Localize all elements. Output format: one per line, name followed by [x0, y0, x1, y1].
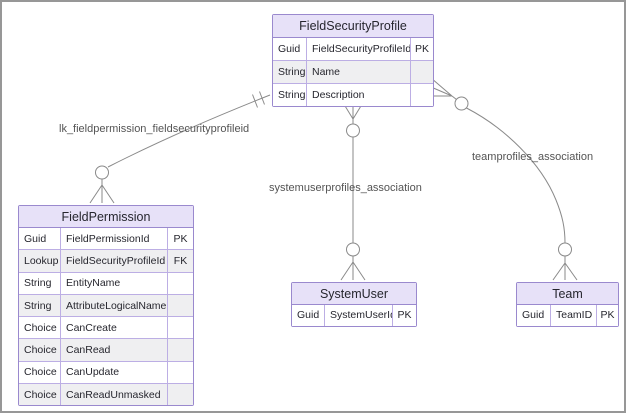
- attribute-name: CanCreate: [61, 317, 168, 339]
- attribute-row: Guid TeamID PK: [517, 305, 618, 326]
- attribute-name: SystemUserId: [325, 305, 393, 326]
- attribute-name: FieldSecurityProfileId: [61, 250, 168, 272]
- attribute-row: Choice CanUpdate: [19, 360, 193, 384]
- attribute-type: Guid: [273, 38, 307, 60]
- attribute-type: String: [273, 84, 307, 106]
- relationship-label-lk-fieldpermission: lk_fieldpermission_fieldsecurityprofilei…: [59, 123, 250, 135]
- relationship-teamprofiles-association: [430, 77, 578, 281]
- attribute-key: PK: [414, 43, 429, 55]
- attribute-name: TeamID: [551, 305, 597, 326]
- attribute-name: FieldSecurityProfileId: [307, 38, 411, 60]
- cardinality-zero-or-many-icon: [340, 242, 366, 281]
- attribute-row: Choice CanRead: [19, 338, 193, 361]
- attribute-key: PK: [173, 232, 188, 245]
- attribute-row: String AttributeLogicalName: [19, 293, 193, 317]
- entity-title: Team: [517, 283, 618, 305]
- attribute-type: String: [273, 61, 307, 83]
- attribute-key: [168, 362, 193, 383]
- relationship-systemuserprofiles-association: [340, 100, 366, 281]
- attribute-type: Choice: [19, 339, 61, 361]
- attribute-type: Choice: [19, 384, 61, 406]
- attribute-row: Guid FieldPermissionId PK: [19, 228, 193, 250]
- attribute-type: Choice: [19, 317, 61, 339]
- attribute-key: FK: [173, 254, 188, 267]
- cardinality-zero-or-many-icon: [89, 165, 115, 204]
- relationship-line: [466, 107, 566, 244]
- entity-system-user[interactable]: SystemUser Guid SystemUserId PK: [291, 282, 417, 327]
- relationship-lk-fieldpermission-fieldsecurityprofileid: [89, 91, 271, 204]
- attribute-key: [168, 317, 193, 338]
- cardinality-one-and-only-one-icon: [252, 91, 265, 108]
- attribute-row: String Name: [273, 60, 433, 83]
- attribute-type: Guid: [517, 305, 551, 326]
- attribute-type: Lookup: [19, 250, 61, 272]
- attribute-row: Guid FieldSecurityProfileId PK: [273, 38, 433, 60]
- attribute-row: Choice CanCreate: [19, 316, 193, 339]
- attribute-type: String: [19, 294, 61, 317]
- attribute-name: CanRead: [61, 339, 168, 361]
- attribute-name: CanReadUnmasked: [61, 384, 168, 406]
- attribute-name: FieldPermissionId: [61, 228, 168, 250]
- attribute-row: String Description: [273, 83, 433, 106]
- relationship-label-teamprofiles: teamprofiles_association: [472, 151, 594, 163]
- attribute-key: [168, 339, 193, 360]
- attribute-name: Name: [307, 61, 411, 83]
- attribute-key: [168, 273, 193, 294]
- entity-title: FieldPermission: [19, 206, 193, 228]
- entity-field-security-profile[interactable]: FieldSecurityProfile Guid FieldSecurityP…: [272, 14, 434, 107]
- entity-title: SystemUser: [292, 283, 416, 305]
- attribute-key: PK: [600, 309, 615, 322]
- entity-team[interactable]: Team Guid TeamID PK: [516, 282, 619, 327]
- attribute-key: [411, 84, 433, 106]
- attribute-key: [411, 61, 433, 83]
- cardinality-zero-or-many-icon: [552, 242, 578, 281]
- attribute-key: PK: [397, 309, 412, 322]
- attribute-row: Guid SystemUserId PK: [292, 305, 416, 326]
- entity-title: FieldSecurityProfile: [273, 15, 433, 38]
- attribute-key: [168, 384, 193, 405]
- attribute-row: Lookup FieldSecurityProfileId FK: [19, 249, 193, 272]
- attribute-type: Guid: [19, 228, 61, 250]
- attribute-name: CanUpdate: [61, 361, 168, 384]
- entity-field-permission[interactable]: FieldPermission Guid FieldPermissionId P…: [18, 205, 194, 407]
- attribute-type: Choice: [19, 361, 61, 384]
- cardinality-zero-or-many-icon: [430, 77, 469, 111]
- attribute-row: String EntityName: [19, 271, 193, 294]
- relationship-line: [107, 94, 271, 168]
- attribute-name: Description: [307, 84, 411, 106]
- attribute-name: AttributeLogicalName: [61, 294, 168, 317]
- attribute-name: EntityName: [61, 272, 168, 294]
- attribute-row: Choice CanReadUnmasked: [19, 383, 193, 406]
- attribute-type: String: [19, 272, 61, 294]
- relationship-label-systemuserprofiles: systemuserprofiles_association: [269, 182, 422, 194]
- attribute-type: Guid: [292, 305, 325, 326]
- attribute-key: [168, 295, 193, 316]
